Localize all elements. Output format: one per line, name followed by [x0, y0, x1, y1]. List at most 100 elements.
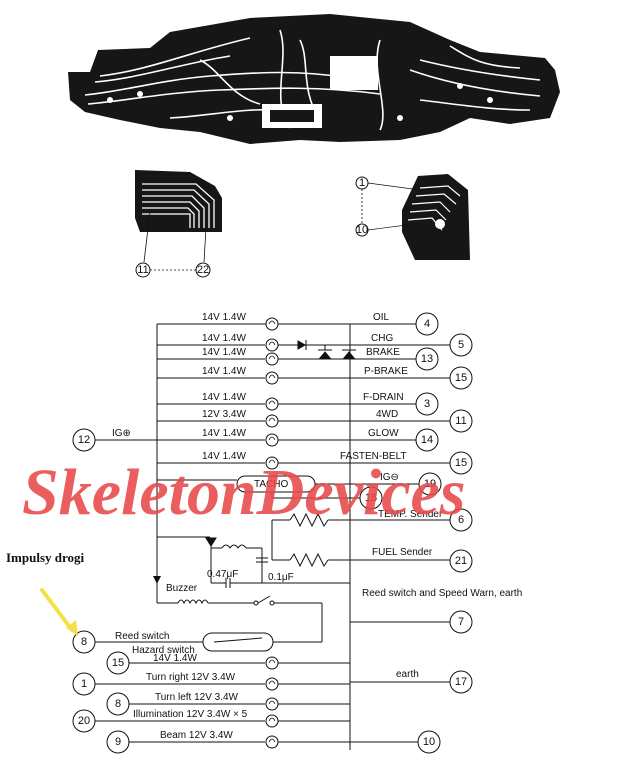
turn-right-pin: 1: [81, 678, 87, 690]
illumination-pin: 20: [78, 715, 90, 727]
illumination-label: Illumination 12V 3.4W × 5: [133, 709, 248, 720]
earth-pin: 17: [455, 676, 467, 688]
indicator-label: OIL: [373, 312, 390, 323]
lamp-icon: [265, 414, 279, 428]
connector-pin: [449, 451, 473, 475]
lamp-icon: [265, 338, 279, 352]
indicator-row: 12V 3.4W 4WD 11: [157, 409, 473, 433]
indicator-row: 14V 1.4W F-DRAIN 3: [157, 392, 439, 416]
lamp-icon: [265, 397, 279, 411]
turn-right-row: 1 Turn right 12V 3.4W earth 17: [72, 669, 473, 696]
annotation-arrow: [40, 588, 74, 632]
reed-switch-label: Reed switch: [115, 631, 169, 642]
callout-1: 1: [359, 177, 365, 189]
annotation-arrowhead: [66, 620, 78, 636]
ig-plus-label: IG⊕: [112, 428, 131, 439]
indicator-label: CHG: [371, 333, 393, 344]
tacho-label: TACHO: [254, 479, 288, 490]
beam-pin-left: 9: [115, 736, 121, 748]
callout-10: 10: [356, 224, 368, 236]
annotation: Impulsy drogi: [6, 550, 85, 636]
indicator-rating: 14V 1.4W: [202, 392, 246, 403]
indicator-pin: 13: [421, 353, 433, 365]
capacitor-2-label: 0.1μF: [268, 572, 294, 583]
tacho-pin-18: 18: [365, 492, 377, 504]
fuel-sender-row: FUEL Sender 21: [272, 547, 473, 573]
indicator-rating: 14V 1.4W: [202, 366, 246, 377]
turn-left-row: 8 Turn left 12V 3.4W: [106, 692, 350, 716]
indicator-pin: 11: [455, 415, 466, 427]
fuel-sender-label: FUEL Sender: [372, 547, 433, 558]
indicator-pin: 5: [458, 339, 464, 351]
indicator-pin: 4: [424, 318, 430, 330]
indicator-pin: 3: [424, 398, 430, 410]
connector-detail-left: 11 22: [135, 170, 222, 278]
indicator-row: 14V 1.4W FASTEN-BELT 15: [157, 451, 473, 475]
connector-pin: [415, 428, 439, 452]
callout-22: 22: [197, 264, 209, 276]
indicator-label: FASTEN-BELT: [340, 451, 407, 462]
indicator-rating: 12V 3.4W: [202, 409, 246, 420]
lamp-icon: [265, 433, 279, 447]
indicator-rating: 14V 1.4W: [202, 428, 246, 439]
earth-label: earth: [396, 669, 419, 680]
schematic: [153, 323, 351, 750]
hazard-rating: 14V 1.4W: [153, 653, 197, 664]
circuit-board-illustration: [68, 14, 560, 144]
indicator-row: 14V 1.4W CHG 5: [157, 333, 473, 357]
connector-detail-right: 1 10: [355, 174, 470, 260]
indicator-rating: 14V 1.4W: [202, 312, 246, 323]
indicator-row: 14V 1.4W GLOW 14: [157, 428, 439, 452]
reed-switch-row: 8 Reed switch: [72, 630, 322, 654]
watermark: SkeletonDevices: [22, 456, 466, 529]
ig-plus-pin: 12: [78, 434, 90, 446]
annotation-label: Impulsy drogi: [6, 550, 85, 565]
connector-pin: [415, 347, 439, 371]
turn-left-pin: 8: [115, 698, 121, 710]
beam-pin-right: 10: [423, 736, 435, 748]
indicator-rating: 14V 1.4W: [202, 451, 246, 462]
indicator-pin: 14: [421, 434, 433, 446]
buzzer-label: Buzzer: [166, 583, 198, 594]
connector-pin: [415, 392, 439, 416]
reed-earth-pin: 7: [458, 616, 464, 628]
capacitor-1-label: 0.47μF: [207, 569, 238, 580]
temp-sender-pin: 6: [458, 514, 464, 526]
indicator-rating: 14V 1.4W: [202, 347, 246, 358]
fuel-sender-pin: 21: [455, 555, 467, 567]
indicator-rating: 14V 1.4W: [202, 333, 246, 344]
connector-pin: [449, 409, 473, 433]
buzzer-row: Buzzer Reed switch and Speed Warn, earth…: [156, 583, 522, 642]
connector-pin: [449, 366, 473, 390]
indicator-label: 4WD: [376, 409, 398, 420]
indicator-pin: 15: [455, 457, 467, 469]
callout-11: 11: [137, 264, 148, 276]
indicator-label: GLOW: [368, 428, 399, 439]
speed-warn-network: [205, 537, 350, 588]
beam-label: Beam 12V 3.4W: [160, 730, 233, 741]
lamp-icon: [265, 317, 279, 331]
beam-row: 9 Beam 12V 3.4W 10: [106, 730, 441, 754]
indicator-label: P-BRAKE: [364, 366, 408, 377]
tacho-pin-19: 19: [424, 478, 436, 490]
lamp-icon: [265, 352, 279, 366]
lamp-icon: [265, 371, 279, 385]
connector-pin: [415, 312, 439, 336]
indicator-label: BRAKE: [366, 347, 400, 358]
temp-sender-row: TEMP. Sender 6: [157, 508, 473, 560]
tacho-row: TACHO IG⊖ 19 18: [157, 472, 442, 510]
ig-minus-label: IG⊖: [380, 472, 399, 483]
indicator-row: 14V 1.4W BRAKE 13: [157, 347, 439, 371]
ig-plus-row: 12 IG⊕: [72, 428, 157, 452]
indicator-label: F-DRAIN: [363, 392, 404, 403]
hazard-switch-label: Hazard switch: [132, 645, 195, 656]
hazard-pin: 15: [112, 657, 124, 669]
connector-pin: [449, 333, 473, 357]
reed-switch-pin: 8: [81, 636, 87, 648]
turn-left-label: Turn left 12V 3.4W: [155, 692, 239, 703]
indicator-row: 14V 1.4W P-BRAKE 15: [157, 366, 473, 390]
temp-sender-label: TEMP. Sender: [378, 509, 443, 520]
indicator-pin: 15: [455, 372, 467, 384]
